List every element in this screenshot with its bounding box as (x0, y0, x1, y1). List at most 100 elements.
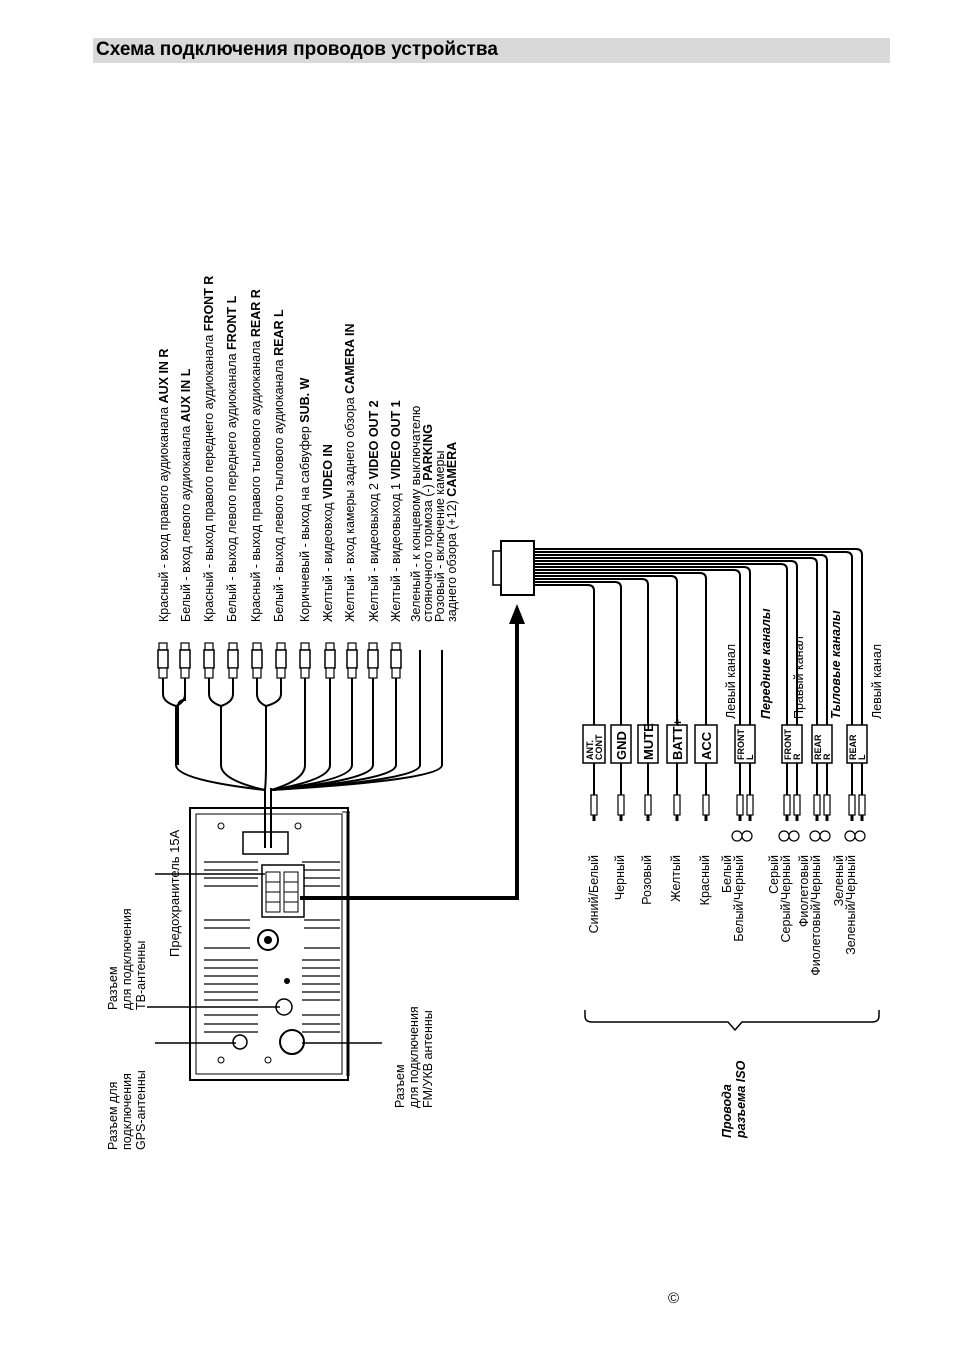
iso-terminal (702, 794, 710, 821)
rca-plug (179, 642, 191, 679)
rca-label: Желтый - вход камеры заднего обзора CAME… (343, 323, 357, 622)
iso-tag: ANT.CONT (582, 724, 606, 764)
iso-terminal (746, 794, 754, 821)
iso-wire-color: Черный (613, 855, 627, 900)
rca-label: Желтый - видеовыход 2 VIDEO OUT 2 (367, 400, 381, 622)
iso-tag: BATT+ (666, 718, 688, 764)
channel-label-front-group: Передние каналы (759, 608, 773, 719)
channel-label-rear-group: Тыловые каналы (829, 610, 843, 719)
iso-terminal (783, 794, 791, 821)
rca-plug (324, 642, 336, 679)
rca-plug (346, 642, 358, 679)
fuse-label: Предохранитель 15A (167, 829, 182, 957)
iso-group-label-line: разъема ISO (734, 1060, 748, 1139)
iso-terminal (590, 794, 598, 821)
rca-plug (299, 642, 311, 679)
marker-circle (788, 830, 800, 842)
fm-antenna-label-line: для подключения (407, 1006, 421, 1108)
iso-tag-text: BATT+ (670, 718, 685, 760)
page-title: Схема подключения проводов устройства (96, 39, 498, 60)
iso-tag-text: ACC (699, 731, 714, 760)
iso-wire-color: Розовый (640, 855, 654, 905)
rca-label: Розовый - включение камеры (433, 451, 447, 622)
iso-wire-color: Белый (720, 855, 734, 893)
rca-wire-labels: Красный - вход правого аудиоканала AUX I… (157, 276, 459, 622)
gps-antenna-label-line: подключения (120, 1073, 134, 1150)
iso-wire-color: Белый/Черный (732, 855, 746, 942)
rca-plug (367, 642, 379, 679)
rca-plug (390, 642, 402, 679)
rca-plug (203, 642, 215, 679)
marker-circle (854, 830, 866, 842)
marker-circle (819, 830, 831, 842)
channel-label-rear-left: Левый канал (870, 644, 884, 719)
iso-tag-text: REAR (848, 734, 858, 760)
vent-slots (204, 861, 340, 1033)
rca-label: Красный - выход правого тылового аудиока… (249, 289, 263, 622)
rca-label: Желтый - видеовход VIDEO IN (321, 444, 335, 622)
marker-circle (809, 830, 821, 842)
iso-wire-color: Зеленый (832, 855, 846, 906)
rca-label: стояночного тормоза (-) PARKING (421, 424, 435, 622)
iso-terminal (644, 794, 652, 821)
iso-tag-text: REAR (813, 734, 823, 760)
iso-wire-color: Зеленый/Черный (844, 855, 858, 955)
rca-connectors (157, 642, 443, 791)
channel-label-front-right: Правый канал (792, 636, 806, 719)
iso-connection-arrow (300, 604, 525, 900)
rca-wires (162, 650, 443, 791)
head-unit-rear-panel (189, 807, 350, 1081)
iso-tag: GND (610, 724, 632, 764)
channel-labels: Левый канал Передние каналы Правый канал Ты… (724, 608, 884, 719)
marker-circle (844, 830, 856, 842)
iso-tag-text: R (792, 753, 802, 760)
marker-circle (778, 830, 790, 842)
iso-tag-text: ANT. (585, 740, 595, 760)
iso-terminal (848, 794, 856, 821)
iso-wire-color: Желтый (669, 855, 683, 902)
iso-group-bracket (584, 1010, 880, 1032)
iso-terminal (793, 794, 801, 821)
iso-wire-color: Серый (767, 855, 781, 894)
rca-label: заднего обзора (+12) CAMERA (445, 442, 459, 622)
iso-wiring-plug (492, 540, 535, 596)
rca-label: Зеленый - к концевому выключателю (409, 406, 423, 622)
tv-antenna-label-line: Разъем (106, 966, 120, 1010)
iso-tag-text: FRONT (783, 729, 793, 760)
iso-terminal (736, 794, 744, 821)
iso-wires (534, 548, 863, 795)
iso-terminal (858, 794, 866, 821)
title-bar: Схема подключения проводов устройства (93, 38, 890, 63)
rca-plug (251, 642, 263, 679)
iso-tag-text: CONT (594, 734, 604, 760)
rca-plug (275, 642, 287, 679)
rca-label: Красный - выход правого переднего аудиок… (202, 276, 216, 622)
iso-tag-text: L (857, 754, 867, 760)
rca-cable-bundle (177, 680, 272, 848)
iso-group-label-line: Провода (720, 1084, 734, 1138)
iso-tag-text: L (745, 754, 755, 760)
rca-label: Белый - выход левого тылового аудиоканал… (272, 309, 286, 622)
rca-label: Белый - выход левого переднего аудиокана… (225, 295, 239, 622)
iso-wire-color: Серый/Черный (779, 855, 793, 942)
iso-wire-terminals (590, 794, 866, 842)
rca-label: Красный - вход правого аудиоканала AUX I… (157, 349, 171, 622)
iso-wire-color: Фиолетовый (797, 855, 811, 927)
gps-antenna-label-line: Разъем для (106, 1082, 120, 1150)
iso-tag: ACC (694, 724, 718, 764)
iso-tag-text: GND (614, 731, 629, 760)
iso-terminal (823, 794, 831, 821)
iso-wire-color: Синий/Белый (587, 855, 601, 933)
iso-terminal (617, 794, 625, 821)
rca-label: Белый - вход левого аудиоканала AUX IN L (179, 368, 193, 622)
